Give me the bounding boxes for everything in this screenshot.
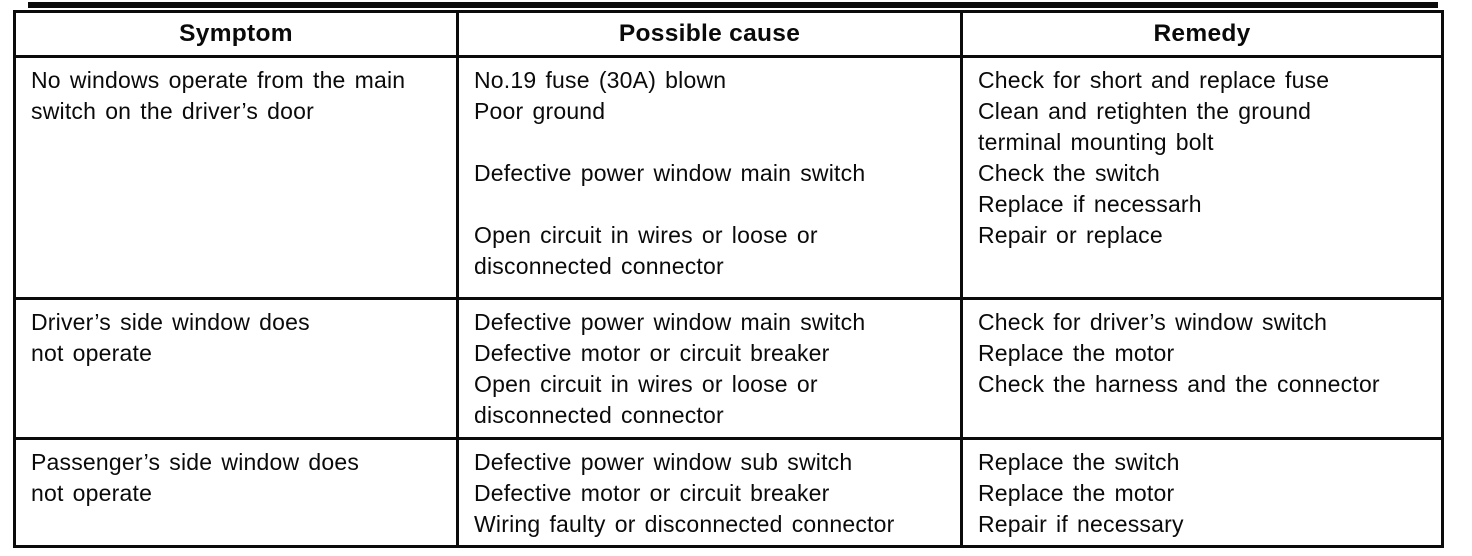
cell-remedy: Replace the switch Replace the motor Rep… xyxy=(960,437,1444,548)
page-top-rule xyxy=(28,2,1438,8)
table-row-drivers-window: Driver’s side window does not operate De… xyxy=(13,297,1444,440)
cell-symptom: Passenger’s side window does not operate xyxy=(13,437,459,548)
table-row-passengers-window: Passenger’s side window does not operate… xyxy=(13,437,1444,548)
cell-possible-cause: No.19 fuse (30A) blown Poor ground Defec… xyxy=(456,55,963,300)
header-symptom: Symptom xyxy=(13,10,459,58)
table-header-row: Symptom Possible cause Remedy xyxy=(13,10,1444,58)
header-possible-cause: Possible cause xyxy=(456,10,963,58)
header-remedy: Remedy xyxy=(960,10,1444,58)
cell-possible-cause: Defective power window sub switch Defect… xyxy=(456,437,963,548)
cell-symptom: No windows operate from the main switch … xyxy=(13,55,459,300)
cell-symptom: Driver’s side window does not operate xyxy=(13,297,459,440)
cell-remedy: Check for short and replace fuse Clean a… xyxy=(960,55,1444,300)
cell-remedy: Check for driver’s window switch Replace… xyxy=(960,297,1444,440)
cell-possible-cause: Defective power window main switch Defec… xyxy=(456,297,963,440)
table-row-no-windows-operate: No windows operate from the main switch … xyxy=(13,55,1444,300)
troubleshooting-table: Symptom Possible cause Remedy No windows… xyxy=(13,10,1444,548)
